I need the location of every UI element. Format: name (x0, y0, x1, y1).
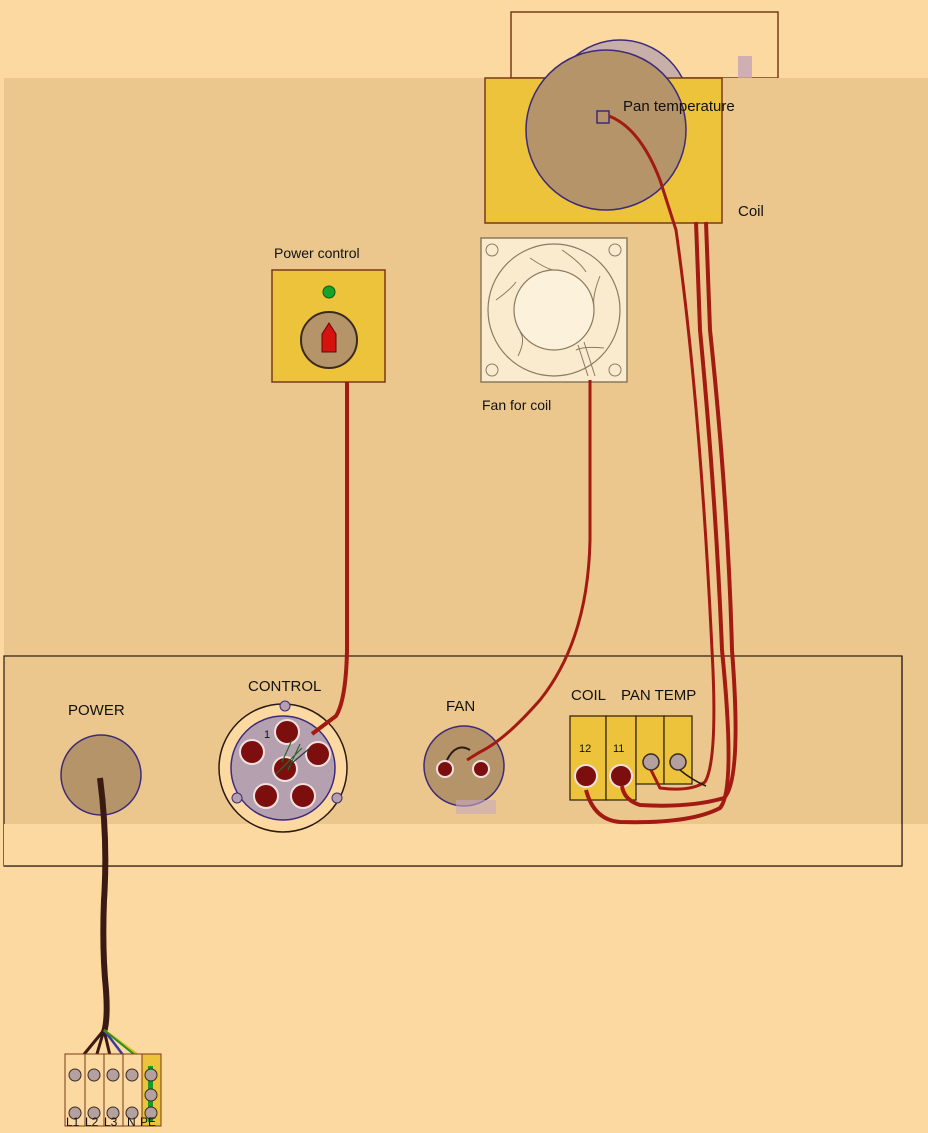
fan-wire (466, 380, 592, 762)
housing (4, 78, 928, 824)
fan-icon (480, 237, 628, 383)
power-control-wire (310, 382, 349, 736)
mains-cable (97, 777, 110, 1033)
pan-temp-terminal-block[interactable] (635, 715, 693, 785)
terminal-label-pe: PE (140, 1115, 156, 1128)
coil-wire-12 (584, 221, 731, 825)
coil-label: Coil (738, 203, 764, 220)
control-internal-wires (275, 739, 303, 775)
coil-terminal-label: COIL (571, 687, 606, 704)
coil-pin-12-label: 12 (579, 743, 591, 755)
control-pin-1-label: 1 (264, 729, 270, 741)
control-label: CONTROL (248, 678, 321, 695)
fan-for-coil-label: Fan for coil (482, 397, 551, 413)
green-led-icon (322, 285, 336, 299)
pan-temperature-wire (608, 114, 716, 791)
pan-temp-terminal-label: PAN TEMP (621, 687, 696, 704)
power-control-label: Power control (274, 245, 360, 261)
panel-lower-band (4, 824, 902, 866)
coil-wire-11 (620, 221, 738, 808)
knob-pointer (321, 322, 337, 353)
terminal-label-l3: L3 (104, 1115, 118, 1128)
terminal-label-l2: L2 (85, 1115, 99, 1128)
fan-connector[interactable] (423, 725, 505, 814)
power-label: POWER (68, 702, 125, 719)
terminal-label-n: N (127, 1115, 136, 1128)
fan-label: FAN (446, 698, 475, 715)
coil-pin-11-label: 11 (613, 743, 624, 755)
pan-temperature-label: Pan temperature (623, 98, 735, 115)
housing-top-strip (4, 78, 928, 88)
mains-terminal-block[interactable] (64, 1053, 162, 1127)
pan-circle (525, 49, 687, 211)
coil-terminal-block[interactable] (569, 715, 637, 801)
terminal-label-l1: L1 (66, 1115, 80, 1128)
control-pins (239, 719, 331, 809)
